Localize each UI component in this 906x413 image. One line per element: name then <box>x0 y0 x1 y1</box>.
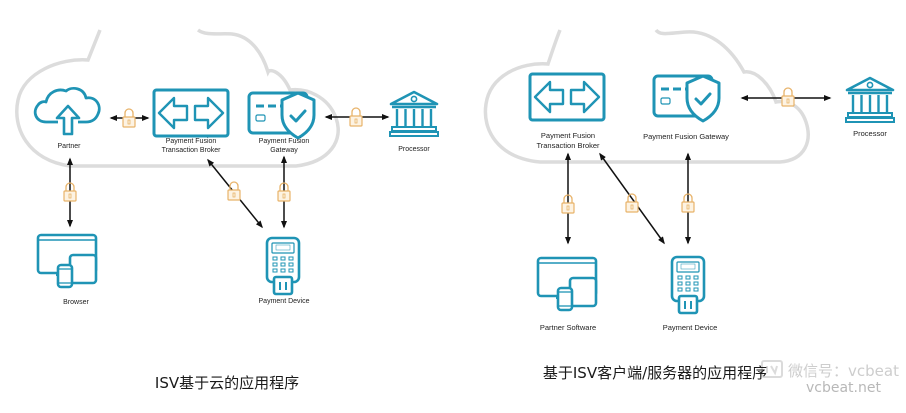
caption-right: 基于ISV客户端/服务器的应用程序 <box>542 364 768 382</box>
connector-broker-device <box>599 152 665 245</box>
node-label-gateway-line2: Gateway <box>270 147 298 154</box>
devices-icon <box>36 233 98 289</box>
node-label-gateway-line1: Payment Fusion <box>258 138 310 145</box>
node-label-processor: Processor <box>398 146 430 153</box>
node-label-payment-device: Payment Device <box>258 298 310 305</box>
node-label-broker-line1: Payment Fusion <box>540 131 596 140</box>
devices-icon <box>536 256 598 312</box>
node-label-broker-line1: Payment Fusion <box>165 138 217 145</box>
cloud-outline-right <box>483 28 810 164</box>
left-diagram <box>15 28 440 296</box>
transaction-broker-icon <box>152 88 230 138</box>
node-label-broker-line2: Transaction Broker <box>536 141 600 150</box>
bank-processor-icon <box>388 90 440 138</box>
lock-icon <box>781 87 795 107</box>
node-label-partner: Partner <box>57 143 81 150</box>
payment-terminal-icon <box>670 255 706 315</box>
watermark-wechat: 微信号：vcbeat <box>788 362 899 380</box>
vcbeat-logo <box>761 360 783 378</box>
node-label-browser: Browser <box>63 299 89 306</box>
cloud-upload-icon <box>33 86 101 136</box>
gateway-icon <box>247 91 316 140</box>
node-label-processor: Processor <box>853 129 887 138</box>
cloud-outline-left <box>15 28 340 168</box>
node-label-broker-line2: Transaction Broker <box>161 147 221 154</box>
node-label-partner-software: Partner Software <box>539 323 597 332</box>
watermark-site: vcbeat.net <box>806 380 881 396</box>
payment-terminal-icon <box>265 236 301 296</box>
lock-icon <box>227 181 241 201</box>
lock-icon <box>122 108 136 128</box>
node-label-payment-device: Payment Device <box>662 323 718 332</box>
gateway-icon <box>652 74 721 123</box>
lock-icon <box>625 193 639 213</box>
lock-icon <box>349 107 363 127</box>
caption-left: ISV基于云的应用程序 <box>154 374 300 392</box>
node-label-gateway: Payment Fusion Gateway <box>643 132 729 141</box>
bank-processor-icon <box>844 76 896 124</box>
right-diagram <box>483 28 896 315</box>
transaction-broker-icon <box>528 72 606 122</box>
